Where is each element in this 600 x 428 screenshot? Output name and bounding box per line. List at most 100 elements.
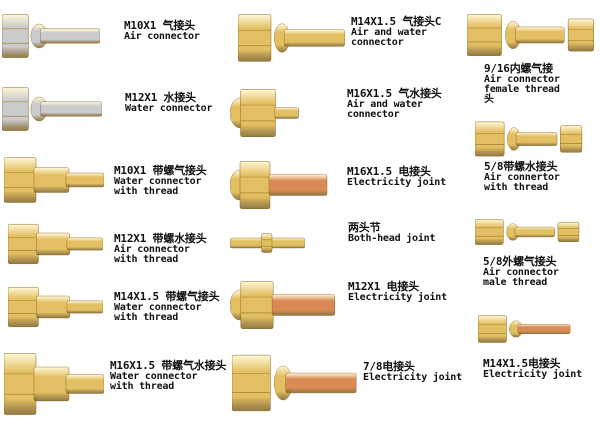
- product-image-m16x15-air-water: [229, 88, 300, 142]
- product-name-en: female thread: [484, 84, 560, 95]
- hex-nut: [560, 125, 583, 153]
- product-image-m12x1-threaded-water: [7, 222, 104, 270]
- hex-nut: [3, 157, 37, 203]
- pipe: [274, 107, 299, 119]
- hex-nut: [240, 281, 274, 329]
- product-name-en: Electricity joint: [363, 372, 462, 383]
- pipe: [66, 237, 104, 251]
- hex-nut: [7, 223, 39, 265]
- product-name-en: Electricity joint: [347, 177, 446, 188]
- pipe: [514, 226, 556, 238]
- product-name-en: Water connector: [114, 176, 202, 187]
- pipe: [515, 132, 558, 146]
- hex-nut: [1, 14, 29, 58]
- product-name-en: Water connector: [110, 371, 198, 382]
- pipe: [284, 29, 345, 47]
- pipe: [36, 295, 70, 319]
- hex-nut: [261, 233, 273, 253]
- product-name-en: Air connector: [124, 31, 200, 42]
- product-name-en: with thread: [114, 254, 179, 265]
- product-name-cn: 两头节: [348, 221, 381, 234]
- product-image-m14x15-air-c: [237, 12, 348, 68]
- pipe: [268, 174, 328, 196]
- product-image-7-8-electric: [231, 352, 360, 418]
- hex-nut: [477, 315, 507, 343]
- pipe: [65, 172, 105, 188]
- product-name-cn: 5/8外螺气接头: [483, 255, 557, 268]
- product-name-en: Air and water: [351, 27, 427, 38]
- hex-nut: [240, 89, 276, 137]
- hex-nut: [7, 286, 39, 328]
- pipe: [285, 372, 357, 394]
- product-name-cn: M16X1.5 电接头: [347, 165, 431, 178]
- product-name-cn: M12X1 电接头: [348, 280, 419, 293]
- product-name-cn: 7/8电接头: [363, 360, 415, 373]
- product-name-cn: 9/16内螺气接: [484, 62, 553, 75]
- product-name-en: Electricity joint: [483, 369, 582, 380]
- product-name-en: Water connector: [114, 302, 202, 313]
- product-name-en: Water connector: [125, 103, 213, 114]
- hex-nut: [231, 354, 271, 412]
- product-image-m16x15-threaded-air-water: [3, 350, 105, 422]
- product-name-en: Air connector: [483, 267, 559, 278]
- pipe: [36, 232, 70, 256]
- product-name-cn: M10X1 带螺气接头: [114, 164, 207, 177]
- product-name-en: Both-head joint: [348, 233, 436, 244]
- product-image-m10x1-air: [1, 12, 101, 64]
- product-image-m14x15-threaded-air: [7, 285, 104, 333]
- product-name-en: with thread: [110, 381, 175, 392]
- hex-nut: [557, 221, 580, 243]
- hex-nut: [567, 18, 594, 52]
- product-name-cn: M14X1.5 带螺气接头: [114, 290, 220, 303]
- product-name-en: with thread: [114, 186, 179, 197]
- pipe: [33, 167, 70, 193]
- product-name-en: with thread: [484, 182, 549, 193]
- product-name-cn: M10X1 气接头: [124, 19, 195, 32]
- product-name-en: 头: [484, 94, 494, 105]
- product-image-m14x15-electric: [477, 314, 573, 348]
- product-image-m16x15-electric: [229, 160, 330, 214]
- product-image-m12x1-electric: [229, 280, 338, 334]
- product-name-en: Electricity joint: [348, 292, 447, 303]
- pipe: [66, 300, 104, 314]
- product-name-cn: M14X1.5 气接头C: [351, 15, 442, 28]
- hex-nut: [1, 87, 29, 131]
- product-image-both-head: [229, 233, 306, 257]
- hex-nut: [474, 219, 504, 245]
- hex-nut: [237, 14, 272, 62]
- product-name-cn: M16X1.5 气水接头: [347, 87, 442, 100]
- product-image-9-16-female-air: [466, 12, 595, 62]
- product-name-en: Air connector: [114, 244, 190, 255]
- hex-nut: [466, 14, 502, 56]
- product-name-cn: M14X1.5电接头: [483, 357, 561, 370]
- product-image-5-8-threaded-water: [474, 120, 583, 162]
- product-name-en: Air and water: [347, 99, 423, 110]
- product-name-cn: M12X1 带螺水接头: [114, 232, 207, 245]
- hex-nut: [474, 121, 505, 157]
- product-image-m10x1-threaded-air: [3, 155, 105, 209]
- product-name-en: Air connertor: [484, 172, 560, 183]
- pipe: [271, 294, 335, 316]
- product-image-5-8-male-air: [474, 218, 580, 250]
- pipe: [33, 366, 70, 402]
- pipe: [515, 26, 565, 44]
- product-name-en: connector: [351, 37, 404, 48]
- product-name-cn: 5/8带螺水接头: [484, 160, 558, 173]
- product-image-m12x1-water: [1, 85, 103, 137]
- pipe: [40, 28, 101, 44]
